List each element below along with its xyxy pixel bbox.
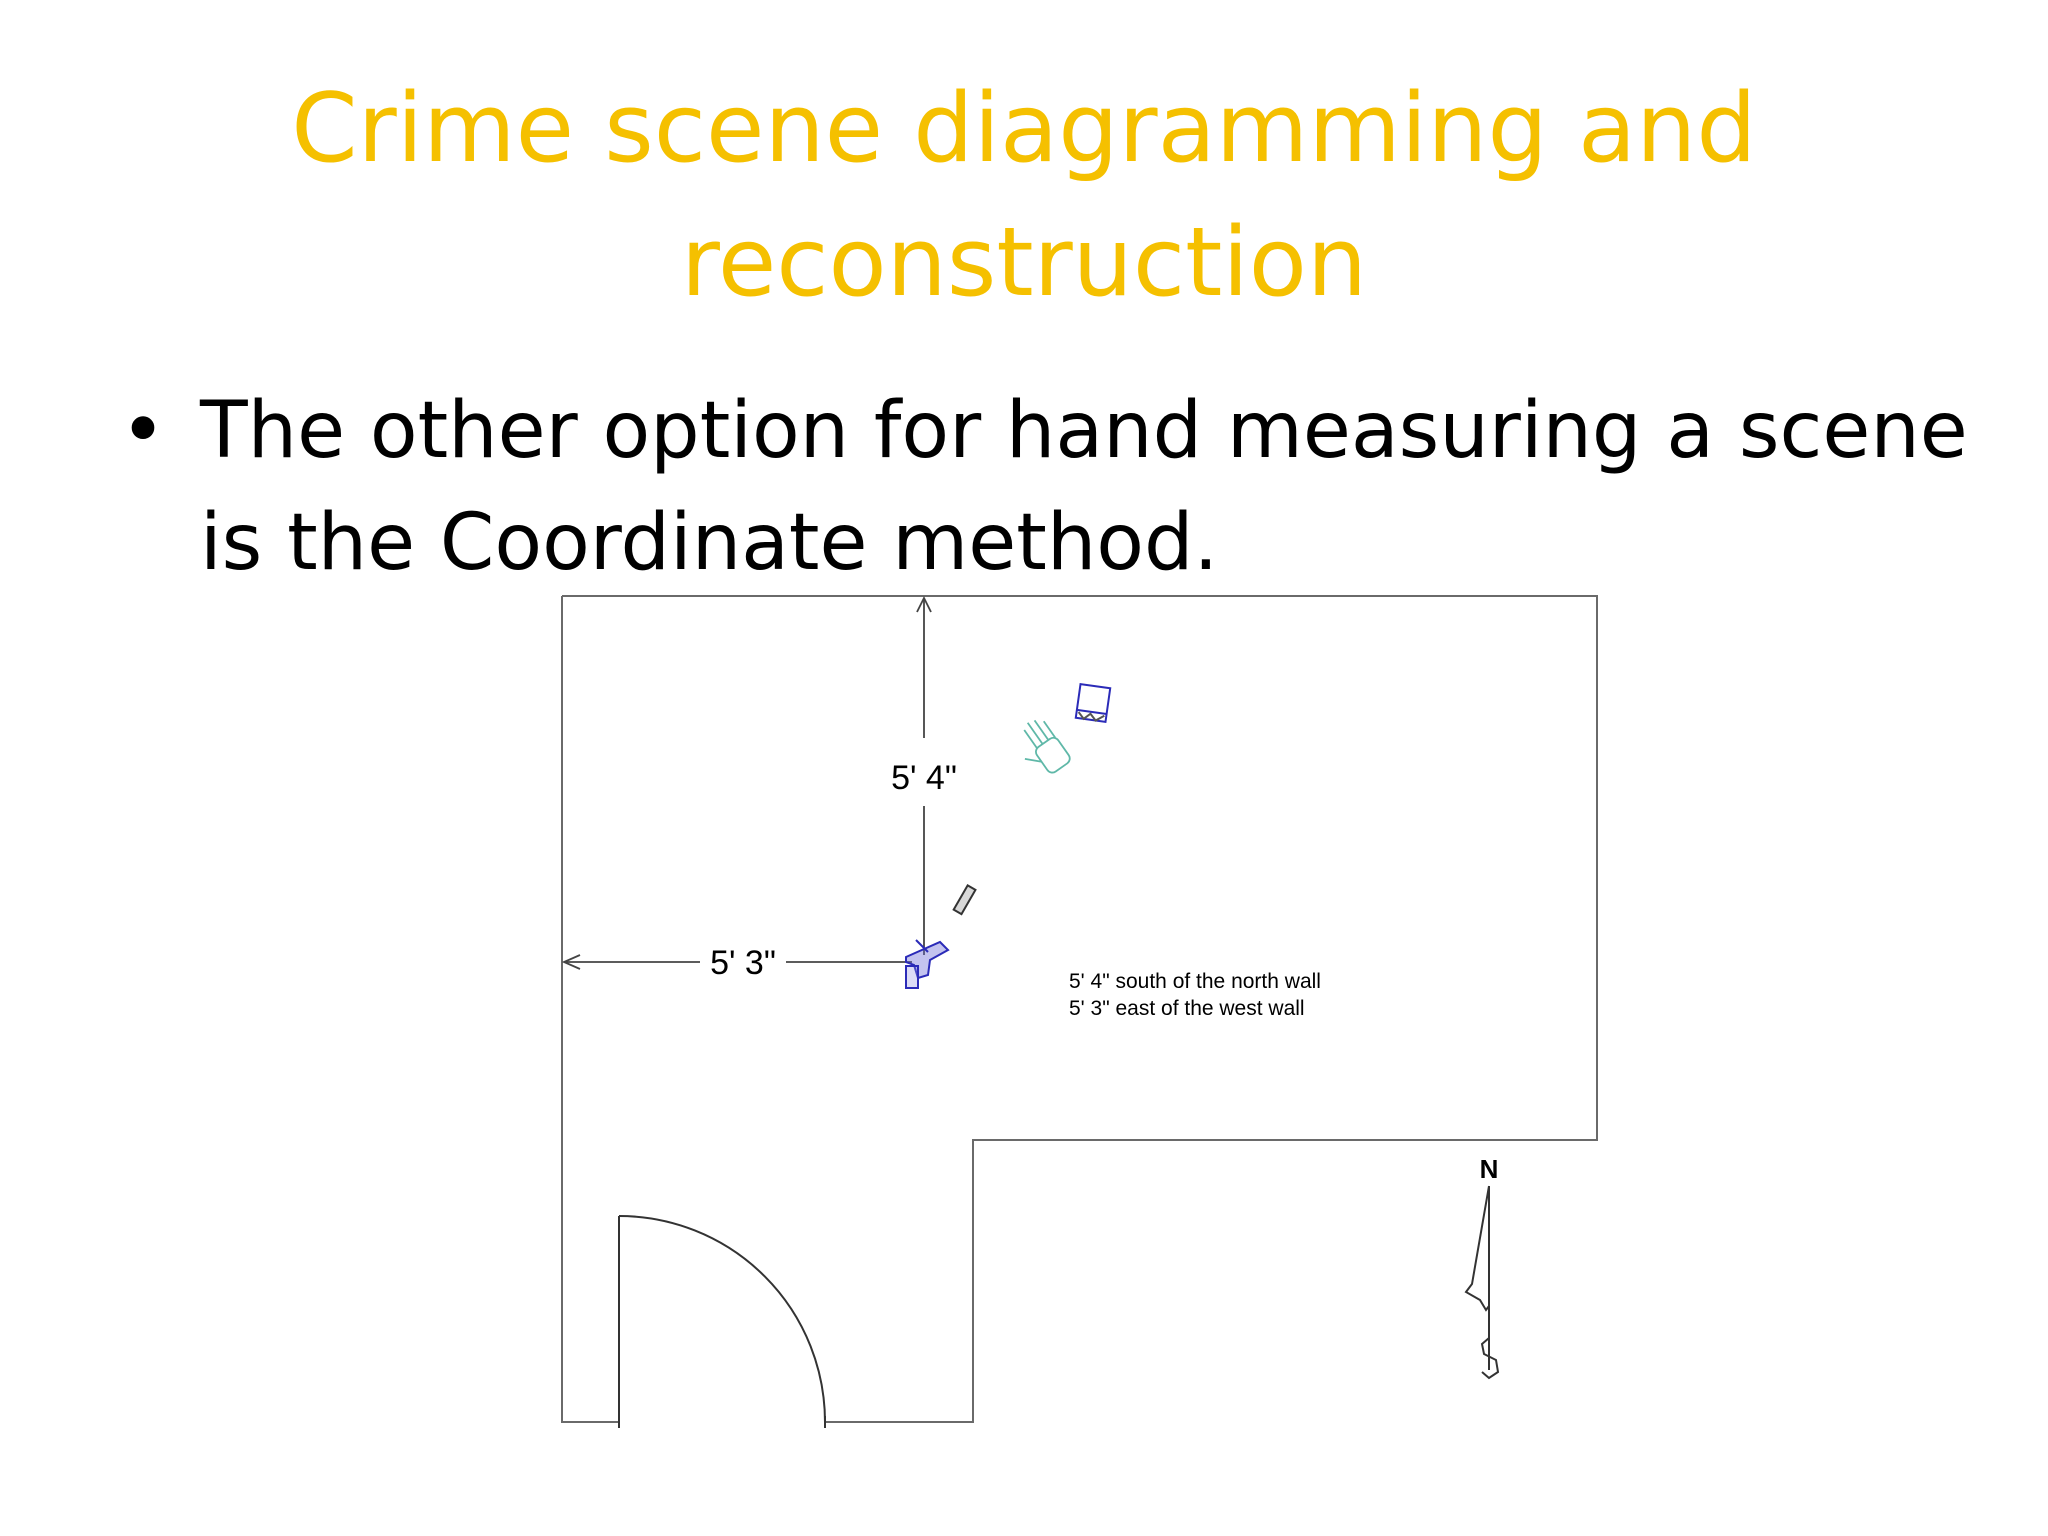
bullet-line-1: The other option for hand measuring a sc… — [200, 386, 1968, 476]
handgun-icon — [905, 939, 950, 989]
title-line-1: Crime scene diagramming and — [291, 74, 1757, 184]
note-line-2: 5' 3" east of the west wall — [1069, 997, 1305, 1020]
hand-print-icon — [1023, 719, 1071, 774]
room-outline — [561, 595, 1598, 1423]
note-line-1: 5' 4" south of the north wall — [1069, 970, 1321, 993]
vertical-measurement-label: 5' 4" — [891, 759, 957, 797]
vertical-dimension — [916, 595, 932, 955]
slide-title: Crime scene diagramming and reconstructi… — [0, 62, 2048, 330]
north-arrow-icon — [1464, 1185, 1500, 1380]
horizontal-arrowhead — [561, 954, 581, 970]
compass-north-label: N — [1480, 1154, 1499, 1184]
bullet-text: The other option for hand measuring a sc… — [200, 375, 1968, 599]
door — [618, 1215, 826, 1428]
horizontal-dimension — [561, 954, 912, 970]
evidence-item-icon — [1074, 682, 1112, 724]
title-line-2: reconstruction — [680, 208, 1368, 318]
bullet-dot: • — [120, 386, 167, 476]
door-swing-arc — [618, 1215, 826, 1423]
horizontal-measurement-label: 5' 3" — [710, 944, 776, 982]
room-walls — [562, 595, 1598, 1423]
cartridge-casing-icon — [952, 884, 977, 916]
room-walls-west — [561, 596, 619, 1423]
bullet-line-2: is the Coordinate method. — [200, 498, 1219, 588]
vertical-arrowhead — [916, 595, 932, 613]
